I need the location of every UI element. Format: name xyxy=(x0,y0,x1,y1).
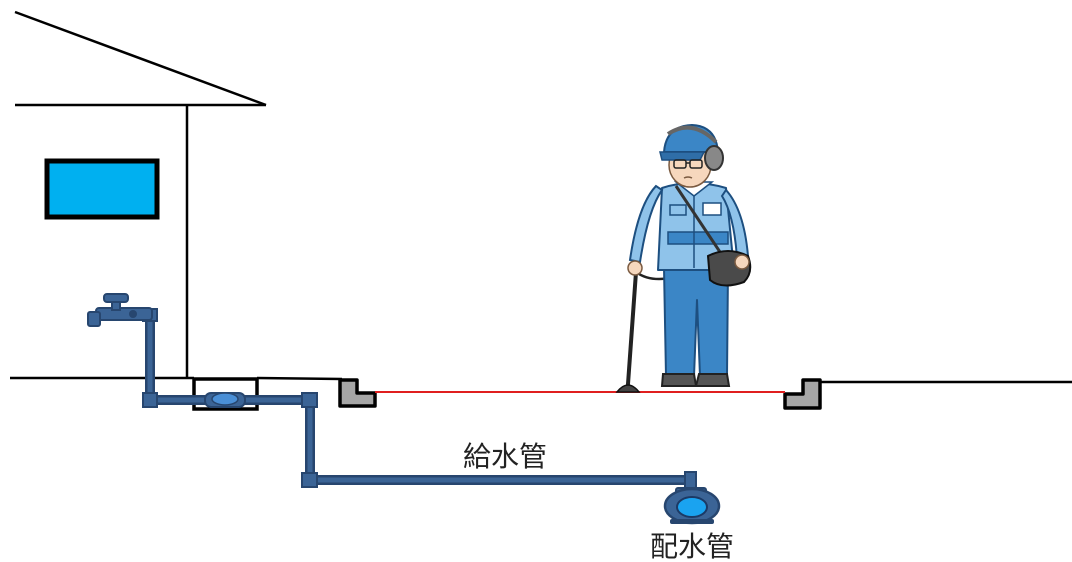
distribution-pipe-icon xyxy=(663,471,721,525)
worker-shoe-right xyxy=(694,373,731,387)
headphones-icon xyxy=(666,125,718,144)
house-window xyxy=(44,158,160,220)
pipe-elbow xyxy=(142,392,158,408)
meter-box xyxy=(192,377,259,411)
worker-arm-left xyxy=(628,184,664,264)
glasses-icon xyxy=(673,159,703,169)
faucet-icon xyxy=(87,293,153,327)
curb-left xyxy=(338,378,377,408)
pipe-elbow xyxy=(301,392,318,408)
supply-pipe-label: 給水管 xyxy=(463,440,547,473)
pipe-elbow xyxy=(301,472,318,488)
house-icon xyxy=(14,10,267,378)
curb-right xyxy=(783,378,822,410)
roof-slope xyxy=(14,10,267,107)
ground xyxy=(10,376,1072,410)
worker-hand-left xyxy=(627,260,643,276)
supply-pipe xyxy=(142,308,690,488)
water-meter-icon xyxy=(204,392,246,408)
worker-icon xyxy=(615,123,752,393)
worker-shoe-left xyxy=(660,373,698,387)
worker-hand-right xyxy=(734,254,750,270)
ground-line-sidewalk xyxy=(256,376,343,381)
distribution-pipe-label: 配水管 xyxy=(650,530,734,562)
